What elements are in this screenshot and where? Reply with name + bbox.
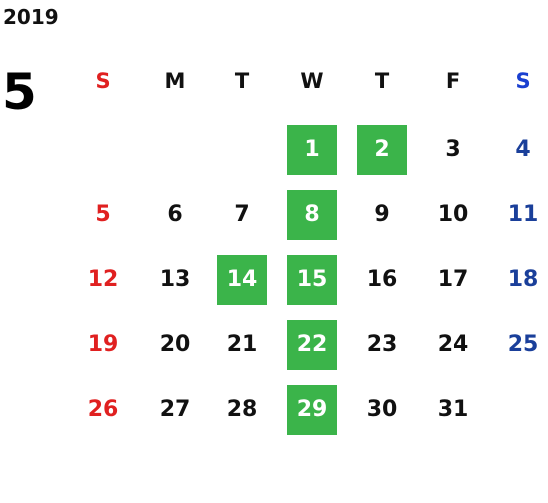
day-cell[interactable]: 31 bbox=[437, 397, 469, 422]
day-cell[interactable]: 26 bbox=[87, 397, 119, 422]
highlighted-day-cell[interactable]: 1 bbox=[287, 125, 337, 175]
day-cell[interactable]: 3 bbox=[445, 137, 461, 162]
day-cell[interactable]: 23 bbox=[366, 332, 398, 357]
highlighted-day-cell[interactable]: 29 bbox=[287, 385, 337, 435]
weekday-header: W bbox=[300, 69, 324, 93]
day-cell[interactable]: 5 bbox=[95, 202, 111, 227]
weekday-header: T bbox=[234, 69, 250, 93]
weekday-header: T bbox=[374, 69, 390, 93]
day-cell[interactable]: 12 bbox=[87, 267, 119, 292]
highlighted-day-cell[interactable]: 2 bbox=[357, 125, 407, 175]
day-cell[interactable]: 27 bbox=[159, 397, 191, 422]
day-cell[interactable]: 13 bbox=[159, 267, 191, 292]
day-cell[interactable]: 11 bbox=[507, 202, 539, 227]
highlighted-day-cell[interactable]: 22 bbox=[287, 320, 337, 370]
highlighted-day-cell[interactable]: 14 bbox=[217, 255, 267, 305]
day-cell[interactable]: 19 bbox=[87, 332, 119, 357]
calendar-month: 5 bbox=[2, 63, 37, 121]
weekday-header: F bbox=[445, 69, 461, 93]
day-cell[interactable]: 9 bbox=[374, 202, 390, 227]
highlighted-day-cell[interactable]: 8 bbox=[287, 190, 337, 240]
day-cell[interactable]: 28 bbox=[226, 397, 258, 422]
day-cell[interactable]: 18 bbox=[507, 267, 539, 292]
day-cell[interactable]: 25 bbox=[507, 332, 539, 357]
day-cell[interactable]: 30 bbox=[366, 397, 398, 422]
weekday-header: S bbox=[95, 69, 111, 93]
day-cell[interactable]: 6 bbox=[167, 202, 183, 227]
day-cell[interactable]: 16 bbox=[366, 267, 398, 292]
day-cell[interactable]: 21 bbox=[226, 332, 258, 357]
day-cell[interactable]: 24 bbox=[437, 332, 469, 357]
calendar-year: 2019 bbox=[3, 5, 59, 29]
day-cell[interactable]: 17 bbox=[437, 267, 469, 292]
highlighted-day-cell[interactable]: 15 bbox=[287, 255, 337, 305]
weekday-header: M bbox=[164, 69, 186, 93]
day-cell[interactable]: 20 bbox=[159, 332, 191, 357]
weekday-header: S bbox=[515, 69, 531, 93]
day-cell[interactable]: 7 bbox=[234, 202, 250, 227]
day-cell[interactable]: 4 bbox=[515, 137, 531, 162]
day-cell[interactable]: 10 bbox=[437, 202, 469, 227]
